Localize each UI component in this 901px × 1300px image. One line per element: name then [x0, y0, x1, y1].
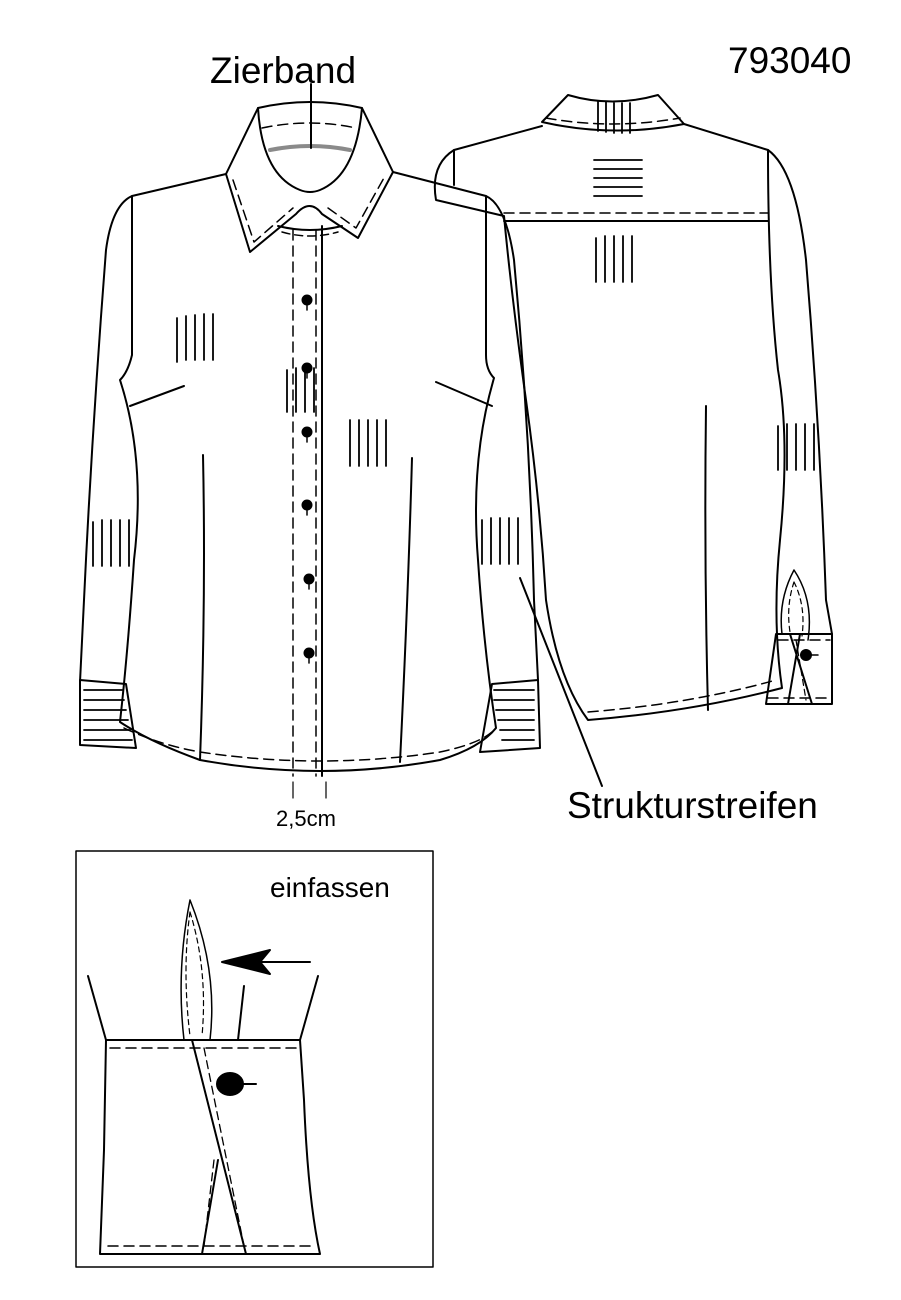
back-collar — [541, 94, 685, 132]
front-collar — [225, 101, 394, 253]
cuff-stripes — [83, 689, 133, 741]
front-body-outline — [119, 171, 497, 772]
front-collar-stand — [257, 107, 363, 193]
texture-stripe-group — [597, 100, 631, 134]
back-body-outline — [433, 123, 786, 721]
back-seam — [704, 405, 709, 711]
back-cuff-binding-stitch — [788, 581, 804, 637]
bust-dart — [129, 385, 185, 407]
collar-stitch — [261, 122, 357, 129]
front-neckline-stitch — [281, 231, 339, 237]
detail-slit — [237, 985, 245, 1041]
texture-stripe-group — [176, 313, 214, 363]
texture-stripe-group — [92, 519, 130, 567]
strukturstreifen-leader — [519, 577, 603, 787]
collar-stitch — [232, 175, 386, 243]
front-cuff-left — [79, 679, 137, 749]
button-shanks — [306, 299, 310, 664]
front-view — [79, 83, 541, 799]
texture-stripe-group — [777, 423, 815, 471]
label-einfassen: einfassen — [270, 872, 390, 903]
detail-placket-stitch — [203, 1047, 245, 1247]
texture-stripe-group — [286, 367, 315, 413]
back-collar-stitch — [545, 117, 681, 125]
front-seam — [199, 454, 205, 761]
texture-stripe-horizontal — [593, 159, 643, 197]
back-cuff-placket — [787, 633, 813, 705]
detail-binding-stitch — [185, 911, 205, 1037]
front-sleeve-left — [79, 195, 133, 683]
label-placket-width: 2,5cm — [276, 806, 336, 831]
texture-stripe-group — [481, 517, 519, 565]
cuff-stripes — [493, 689, 535, 741]
texture-stripe-group — [595, 235, 633, 283]
front-seam — [399, 457, 413, 763]
detail-button — [216, 1072, 244, 1096]
detail-sleeve-edge — [299, 975, 319, 1041]
arrow-left-icon — [221, 949, 271, 975]
detail-box — [75, 850, 434, 1268]
back-hem-stitch — [587, 679, 777, 713]
detail-frame — [75, 850, 434, 1268]
front-neckline — [277, 225, 343, 231]
back-cuff — [765, 633, 833, 705]
label-strukturstreifen: Strukturstreifen — [567, 785, 818, 826]
back-cuff-placket-stitch — [795, 639, 807, 701]
bust-dart — [435, 381, 493, 407]
label-zierband: Zierband — [210, 50, 357, 91]
detail-cuff — [99, 1039, 321, 1255]
detail-binding-strip — [180, 899, 213, 1041]
detail-placket — [191, 1039, 247, 1255]
button-row — [301, 294, 315, 659]
detail-sleeve-edge — [87, 975, 107, 1041]
texture-stripe-group — [349, 419, 387, 467]
front-hem-stitch — [123, 727, 493, 762]
front-cuff-right — [479, 679, 541, 753]
back-cuff-binding — [780, 569, 811, 641]
back-sleeve — [767, 149, 833, 635]
article-number: 793040 — [728, 40, 852, 81]
back-view — [433, 94, 833, 787]
